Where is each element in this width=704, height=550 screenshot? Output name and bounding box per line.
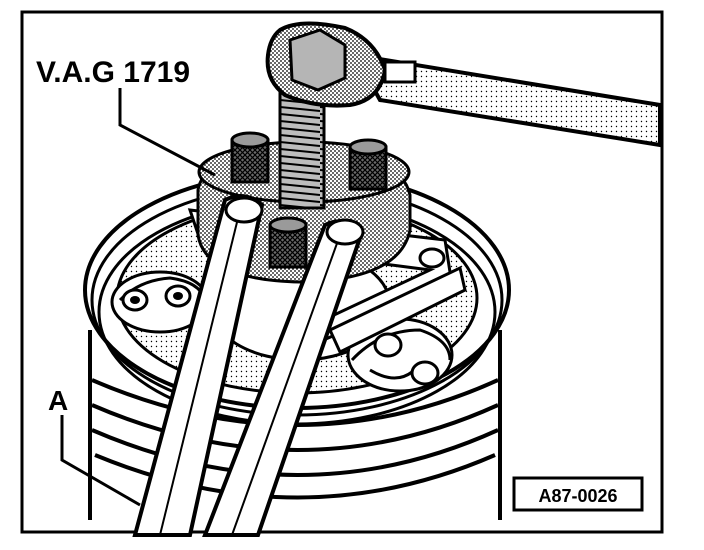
holding-pin-left <box>110 270 210 334</box>
wrench-icon <box>265 21 662 148</box>
tool-label: V.A.G 1719 <box>36 56 190 89</box>
callout-tool: V.A.G 1719 <box>36 56 216 177</box>
holding-arms <box>132 194 365 537</box>
threaded-spindle <box>278 86 326 210</box>
holding-pin-right <box>346 317 454 393</box>
callout-part: A <box>48 385 141 507</box>
knurled-screws <box>230 131 388 269</box>
reference-number: A87-0026 <box>538 486 617 506</box>
part-label: A <box>48 385 68 416</box>
reference-badge: A87-0026 <box>512 476 644 512</box>
